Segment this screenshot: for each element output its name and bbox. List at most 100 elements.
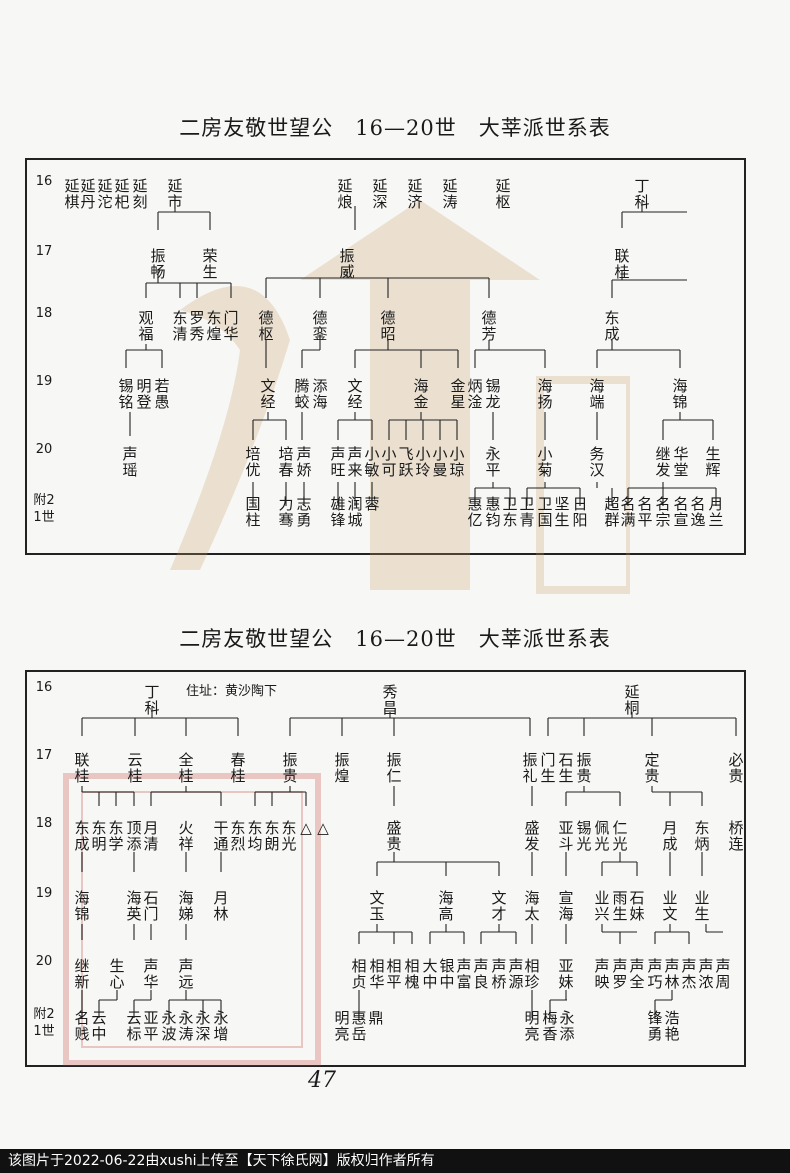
family-member-name: 锡光 (576, 819, 592, 853)
family-member-name: 月成 (662, 819, 678, 853)
family-member-name: 门华 (223, 309, 239, 343)
family-member-name: 东炳 (694, 819, 710, 853)
page-title-bottom: 二房友敬世望公 16—20世 大莘派世系表 (179, 627, 611, 651)
family-member-name: 永添 (559, 1009, 575, 1043)
family-member-name: 声瑶 (122, 445, 138, 479)
genealogy-table-1 (25, 158, 746, 555)
family-member-name: 声源 (508, 957, 524, 991)
family-member-name: 振贵 (576, 751, 592, 785)
family-member-name: 东均 (247, 819, 263, 853)
generation-label: 附21世 (33, 1007, 55, 1039)
family-member-name: 相华 (369, 957, 385, 991)
family-member-name: 雨生 (612, 889, 628, 923)
family-member-name: 德銮 (312, 309, 328, 343)
family-member-name: 声富 (456, 957, 472, 991)
family-member-name: 若愚 (154, 377, 170, 411)
family-member-name: 秀昌 (382, 683, 398, 717)
family-member-name: 海太 (524, 889, 540, 923)
family-member-name: 小可 (381, 445, 397, 479)
family-member-name: 名逸 (690, 495, 706, 529)
family-member-name: 延枢 (495, 177, 511, 211)
family-member-name: 相平 (386, 957, 402, 991)
family-member-name: 延涛 (442, 177, 458, 211)
family-member-name: 海锦 (74, 889, 90, 923)
family-member-name: 声林 (664, 957, 680, 991)
family-member-name: 东光 (281, 819, 297, 853)
page-title-top: 二房友敬世望公 16—20世 大莘派世系表 (179, 116, 611, 140)
family-member-name: 春桂 (230, 751, 246, 785)
generation-label: 19 (35, 886, 53, 901)
family-member-name: 声浓 (698, 957, 714, 991)
family-member-name: 继新 (74, 957, 90, 991)
family-member-name: 东煌 (206, 309, 222, 343)
family-member-name: 名平 (637, 495, 653, 529)
family-member-name: 延刻 (132, 177, 148, 211)
family-member-name: 声全 (629, 957, 645, 991)
family-member-name: 小敏 (364, 445, 380, 479)
family-member-name: 盛贵 (386, 819, 402, 853)
family-member-name: 鼎 (368, 1009, 384, 1027)
generation-label: 17 (35, 244, 53, 259)
family-member-name: 银中 (439, 957, 455, 991)
family-member-name: 延棋 (64, 177, 80, 211)
family-member-name: 业兴 (594, 889, 610, 923)
family-member-name: 石生 (558, 751, 574, 785)
address-note: 住址：黄沙陶下 (186, 684, 278, 699)
family-member-name: 小琼 (449, 445, 465, 479)
family-member-name: 卫国 (537, 495, 553, 529)
family-member-name: 门生 (540, 751, 556, 785)
family-member-name: 东学 (108, 819, 124, 853)
family-member-name: 东朗 (264, 819, 280, 853)
generation-label: 17 (35, 748, 53, 763)
family-member-name: 相珍 (524, 957, 540, 991)
family-member-name: 德枢 (258, 309, 274, 343)
family-member-name: 文玉 (369, 889, 385, 923)
family-member-name: 东成 (604, 309, 620, 343)
family-member-name: 永涛 (178, 1009, 194, 1043)
family-member-name: △ (300, 819, 312, 837)
family-member-name: 佩光 (594, 819, 610, 853)
family-member-name: 荣生 (202, 247, 218, 281)
family-member-name: 锡龙 (485, 377, 501, 411)
family-member-name: 海锦 (672, 377, 688, 411)
family-member-name: 小玲 (415, 445, 431, 479)
family-member-name: 东成 (74, 819, 90, 853)
family-member-name: 观福 (138, 309, 154, 343)
family-member-name: 宣海 (558, 889, 574, 923)
family-member-name: 坚生 (554, 495, 570, 529)
family-member-name: 海扬 (537, 377, 553, 411)
family-member-name: 声映 (594, 957, 610, 991)
family-member-name: 相槐 (404, 957, 420, 991)
family-member-name: 小曼 (432, 445, 448, 479)
genealogy-table-2 (25, 670, 746, 1067)
generation-label: 18 (35, 306, 53, 321)
family-member-name: 名宣 (673, 495, 689, 529)
family-member-name: 延沱 (97, 177, 113, 211)
family-member-name: 务汉 (589, 445, 605, 479)
family-member-name: 延市 (167, 177, 183, 211)
family-member-name: 声罗 (612, 957, 628, 991)
family-member-name: 德芳 (481, 309, 497, 343)
family-member-name: 声良 (473, 957, 489, 991)
family-member-name: 生心 (109, 957, 125, 991)
footer-bar: 该图片于2022-06-22由xushi上传至【天下徐氏网】版权归作者所有 (0, 1149, 790, 1173)
family-member-name: 延深 (372, 177, 388, 211)
family-member-name: 亚斗 (558, 819, 574, 853)
family-member-name: 月林 (213, 889, 229, 923)
family-member-name: 声桥 (491, 957, 507, 991)
generation-label: 16 (35, 174, 53, 189)
family-member-name: 延桐 (624, 683, 640, 717)
page-number: 47 (308, 1068, 336, 1093)
family-member-name: 干通 (213, 819, 229, 853)
family-member-name: 添海 (312, 377, 328, 411)
family-member-name: 延烺 (337, 177, 353, 211)
family-member-name: 海高 (438, 889, 454, 923)
family-member-name: 罗秀 (189, 309, 205, 343)
family-member-name: 桥连 (728, 819, 744, 853)
family-member-name: 声旺 (330, 445, 346, 479)
family-member-name: 声周 (715, 957, 731, 991)
family-member-name: 炳淦 (467, 377, 483, 411)
family-member-name: 定贵 (644, 751, 660, 785)
